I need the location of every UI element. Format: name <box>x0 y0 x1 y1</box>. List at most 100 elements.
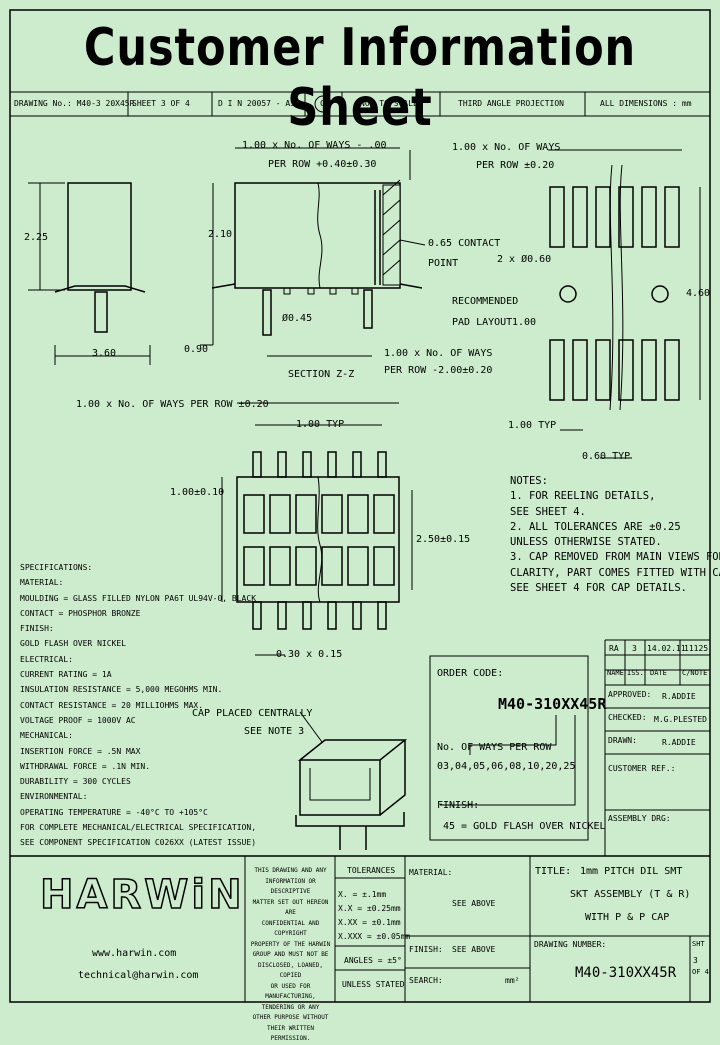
order-code: M40-310XX45R <box>498 695 607 713</box>
header-scale: NOT TO SCALE <box>360 99 418 108</box>
specifications: SPECIFICATIONS: MATERIAL: MOULDING = GLA… <box>20 560 256 851</box>
legal-line: GROUP AND MUST NOT BE <box>252 951 329 958</box>
order-finish-value: 45 = GOLD FLASH OVER NICKEL <box>443 821 606 832</box>
order-finish-label: FINISH: <box>437 800 480 811</box>
legal-line: PROPERTY OF THE HARWIN <box>250 940 331 948</box>
rev-h-note: C/NOTE <box>682 669 708 677</box>
dim-top-width2: PER ROW +0.40±0.30 <box>268 159 377 170</box>
approved-label: APPROVED: <box>608 690 652 699</box>
revision-block <box>604 639 710 856</box>
order-ways-values: 03,04,05,06,08,10,20,25 <box>437 761 576 772</box>
title-line: SKT ASSEMBLY (T & R) <box>570 889 691 900</box>
drawing-canvas <box>9 9 711 1003</box>
title-line: 1mm PITCH DIL SMT <box>580 866 683 877</box>
dim-top-width: 1.00 x No. OF WAYS - .00 <box>242 140 387 151</box>
spec-line: INSULATION RESISTANCE = 5,000 MEGOHMS MI… <box>20 685 223 695</box>
note-line: SEE SHEET 4. <box>510 505 586 518</box>
dim-bottom-1: 1.00 x No. OF WAYS <box>384 348 493 359</box>
dim-bottom-2: PER ROW -2.00±0.20 <box>384 365 493 376</box>
pad-pitch: 1.00 <box>512 317 537 328</box>
material-value: SEE ABOVE <box>452 899 496 908</box>
order-code-label: ORDER CODE: <box>437 668 504 679</box>
pad-typ: 1.00 TYP <box>508 420 557 431</box>
drawing-number: M40-310XX45R <box>575 965 677 981</box>
rev-h-iss: ISS. <box>627 669 644 677</box>
spec-line: CURRENT RATING = 1A <box>20 670 112 680</box>
side-view <box>28 182 151 365</box>
approved-value: R.ADDIE <box>662 692 696 701</box>
legal-line: THEIR WRITTEN PERMISSION. <box>267 1024 314 1043</box>
legal-notice: THIS DRAWING AND ANY INFORMATION OR DESC… <box>248 866 333 1045</box>
plan-h1: 1.00±0.10 <box>170 487 225 498</box>
tol-line: X.X = ±0.25mm <box>338 904 401 913</box>
spec-line: VOLTAGE PROOF = 1000V AC <box>20 715 136 725</box>
legal-line: THIS DRAWING AND ANY <box>254 867 327 874</box>
rev-date: 14.02.11 <box>647 644 686 653</box>
drawn-label: DRAWN: <box>608 736 637 745</box>
customer-ref-label: CUSTOMER REF.: <box>608 764 676 773</box>
pad-height: 4.60 <box>686 288 711 299</box>
pad-layout <box>548 149 701 459</box>
header-dimensions: ALL DIMENSIONS : mm <box>600 99 692 108</box>
plan-h2: 2.50±0.15 <box>416 534 471 545</box>
spec-line: MATERIAL: <box>20 578 64 588</box>
pad-width-1: 1.00 x No. OF WAYS <box>452 142 561 153</box>
harwin-logo: HARWiN <box>39 871 245 919</box>
note-line: 3. CAP REMOVED FROM MAIN VIEWS FOR <box>510 551 720 564</box>
sheet-of: OF 4 <box>692 968 709 976</box>
note-line: 2. ALL TOLERANCES ARE ±0.25 <box>510 520 681 533</box>
spec-line: CONTACT RESISTANCE = 20 MILLIOHMS MAX. <box>20 700 204 710</box>
plan-width: 1.00 x No. OF WAYS PER ROW ±0.20 <box>76 399 269 410</box>
spec-line: INSERTION FORCE = .5N MAX <box>20 746 141 756</box>
sheet-border <box>9 9 711 1003</box>
plan-pin: 0.30 x 0.15 <box>276 649 343 660</box>
rev-iss: 3 <box>632 644 637 653</box>
rev-note: 11125 <box>684 644 709 653</box>
plan-pitch: 1.00 TYP <box>296 419 345 430</box>
dim-360: 3.60 <box>92 348 117 359</box>
spec-line: WITHDRAWAL FORCE = .1N MIN. <box>20 761 151 771</box>
spec-line: MOULDING = GLASS FILLED NYLON PA6T UL94V… <box>20 593 257 603</box>
sheet-number: 3 <box>693 956 698 965</box>
legal-line: DISCLOSED, LOANED, COPIED <box>257 961 324 980</box>
finish-label: FINISH: <box>409 945 443 954</box>
section-view <box>200 147 426 357</box>
tolerances-title: TOLERANCES <box>347 866 396 875</box>
notes-list: NOTES: 1. FOR REELING DETAILS, SEE SHEET… <box>510 474 720 596</box>
pad-recommended-1: RECOMMENDED <box>452 296 519 307</box>
sheet-label: SHT <box>692 940 705 948</box>
cap-view <box>295 711 408 850</box>
checked-label: CHECKED: <box>608 713 647 722</box>
title-label: TITLE: <box>535 866 572 877</box>
tol-line: X.XXX = ±0.05mm <box>338 932 411 941</box>
legal-line: CONFIDENTIAL AND COPYRIGHT <box>261 919 320 938</box>
cap-note-1: CAP PLACED CENTRALLY <box>192 708 313 719</box>
legal-line: OR USED FOR MANUFACTURING, <box>265 982 316 1001</box>
page-title: Customer Information Sheet <box>83 18 637 138</box>
order-code-box <box>429 655 589 841</box>
search-label: SEARCH: <box>409 976 443 985</box>
legal-line: MATTER SET OUT HEREON ARE <box>252 898 329 917</box>
legal-line: TENDERING OR ANY <box>261 1003 320 1011</box>
pad-holes: 2 x Ø0.60 <box>497 254 552 265</box>
finish-value: SEE ABOVE <box>452 945 496 954</box>
spec-line: FINISH: <box>20 624 54 634</box>
rev-h-date: DATE <box>650 669 667 677</box>
pad-width-2: PER ROW ±0.20 <box>476 160 555 171</box>
dim-pin-dia: Ø0.45 <box>282 313 313 324</box>
spec-line: ENVIRONMENTAL: <box>20 792 88 802</box>
spec-line: CONTACT = PHOSPHOR BRONZE <box>20 608 141 618</box>
note-line: 1. FOR REELING DETAILS, <box>510 490 656 503</box>
spec-line: SEE COMPONENT SPECIFICATION C026XX (LATE… <box>20 838 257 848</box>
title-line: WITH P & P CAP <box>585 912 670 923</box>
footer-email[interactable]: technical@harwin.com <box>78 970 199 981</box>
tol-line: X. = ±.1mm <box>338 890 387 899</box>
spec-line: DURABILITY = 300 CYCLES <box>20 777 131 787</box>
legal-line: OTHER PURPOSE WITHOUT <box>252 1014 329 1021</box>
dim-210: 2.10 <box>208 229 233 240</box>
pad-recommended-2: PAD LAYOUT <box>452 317 513 328</box>
rev-ra: RA <box>609 644 619 653</box>
footer-web[interactable]: www.harwin.com <box>92 948 177 959</box>
drawing-number-label: DRAWING NUMBER: <box>534 940 607 949</box>
tol-line: X.XX = ±0.1mm <box>338 918 401 927</box>
